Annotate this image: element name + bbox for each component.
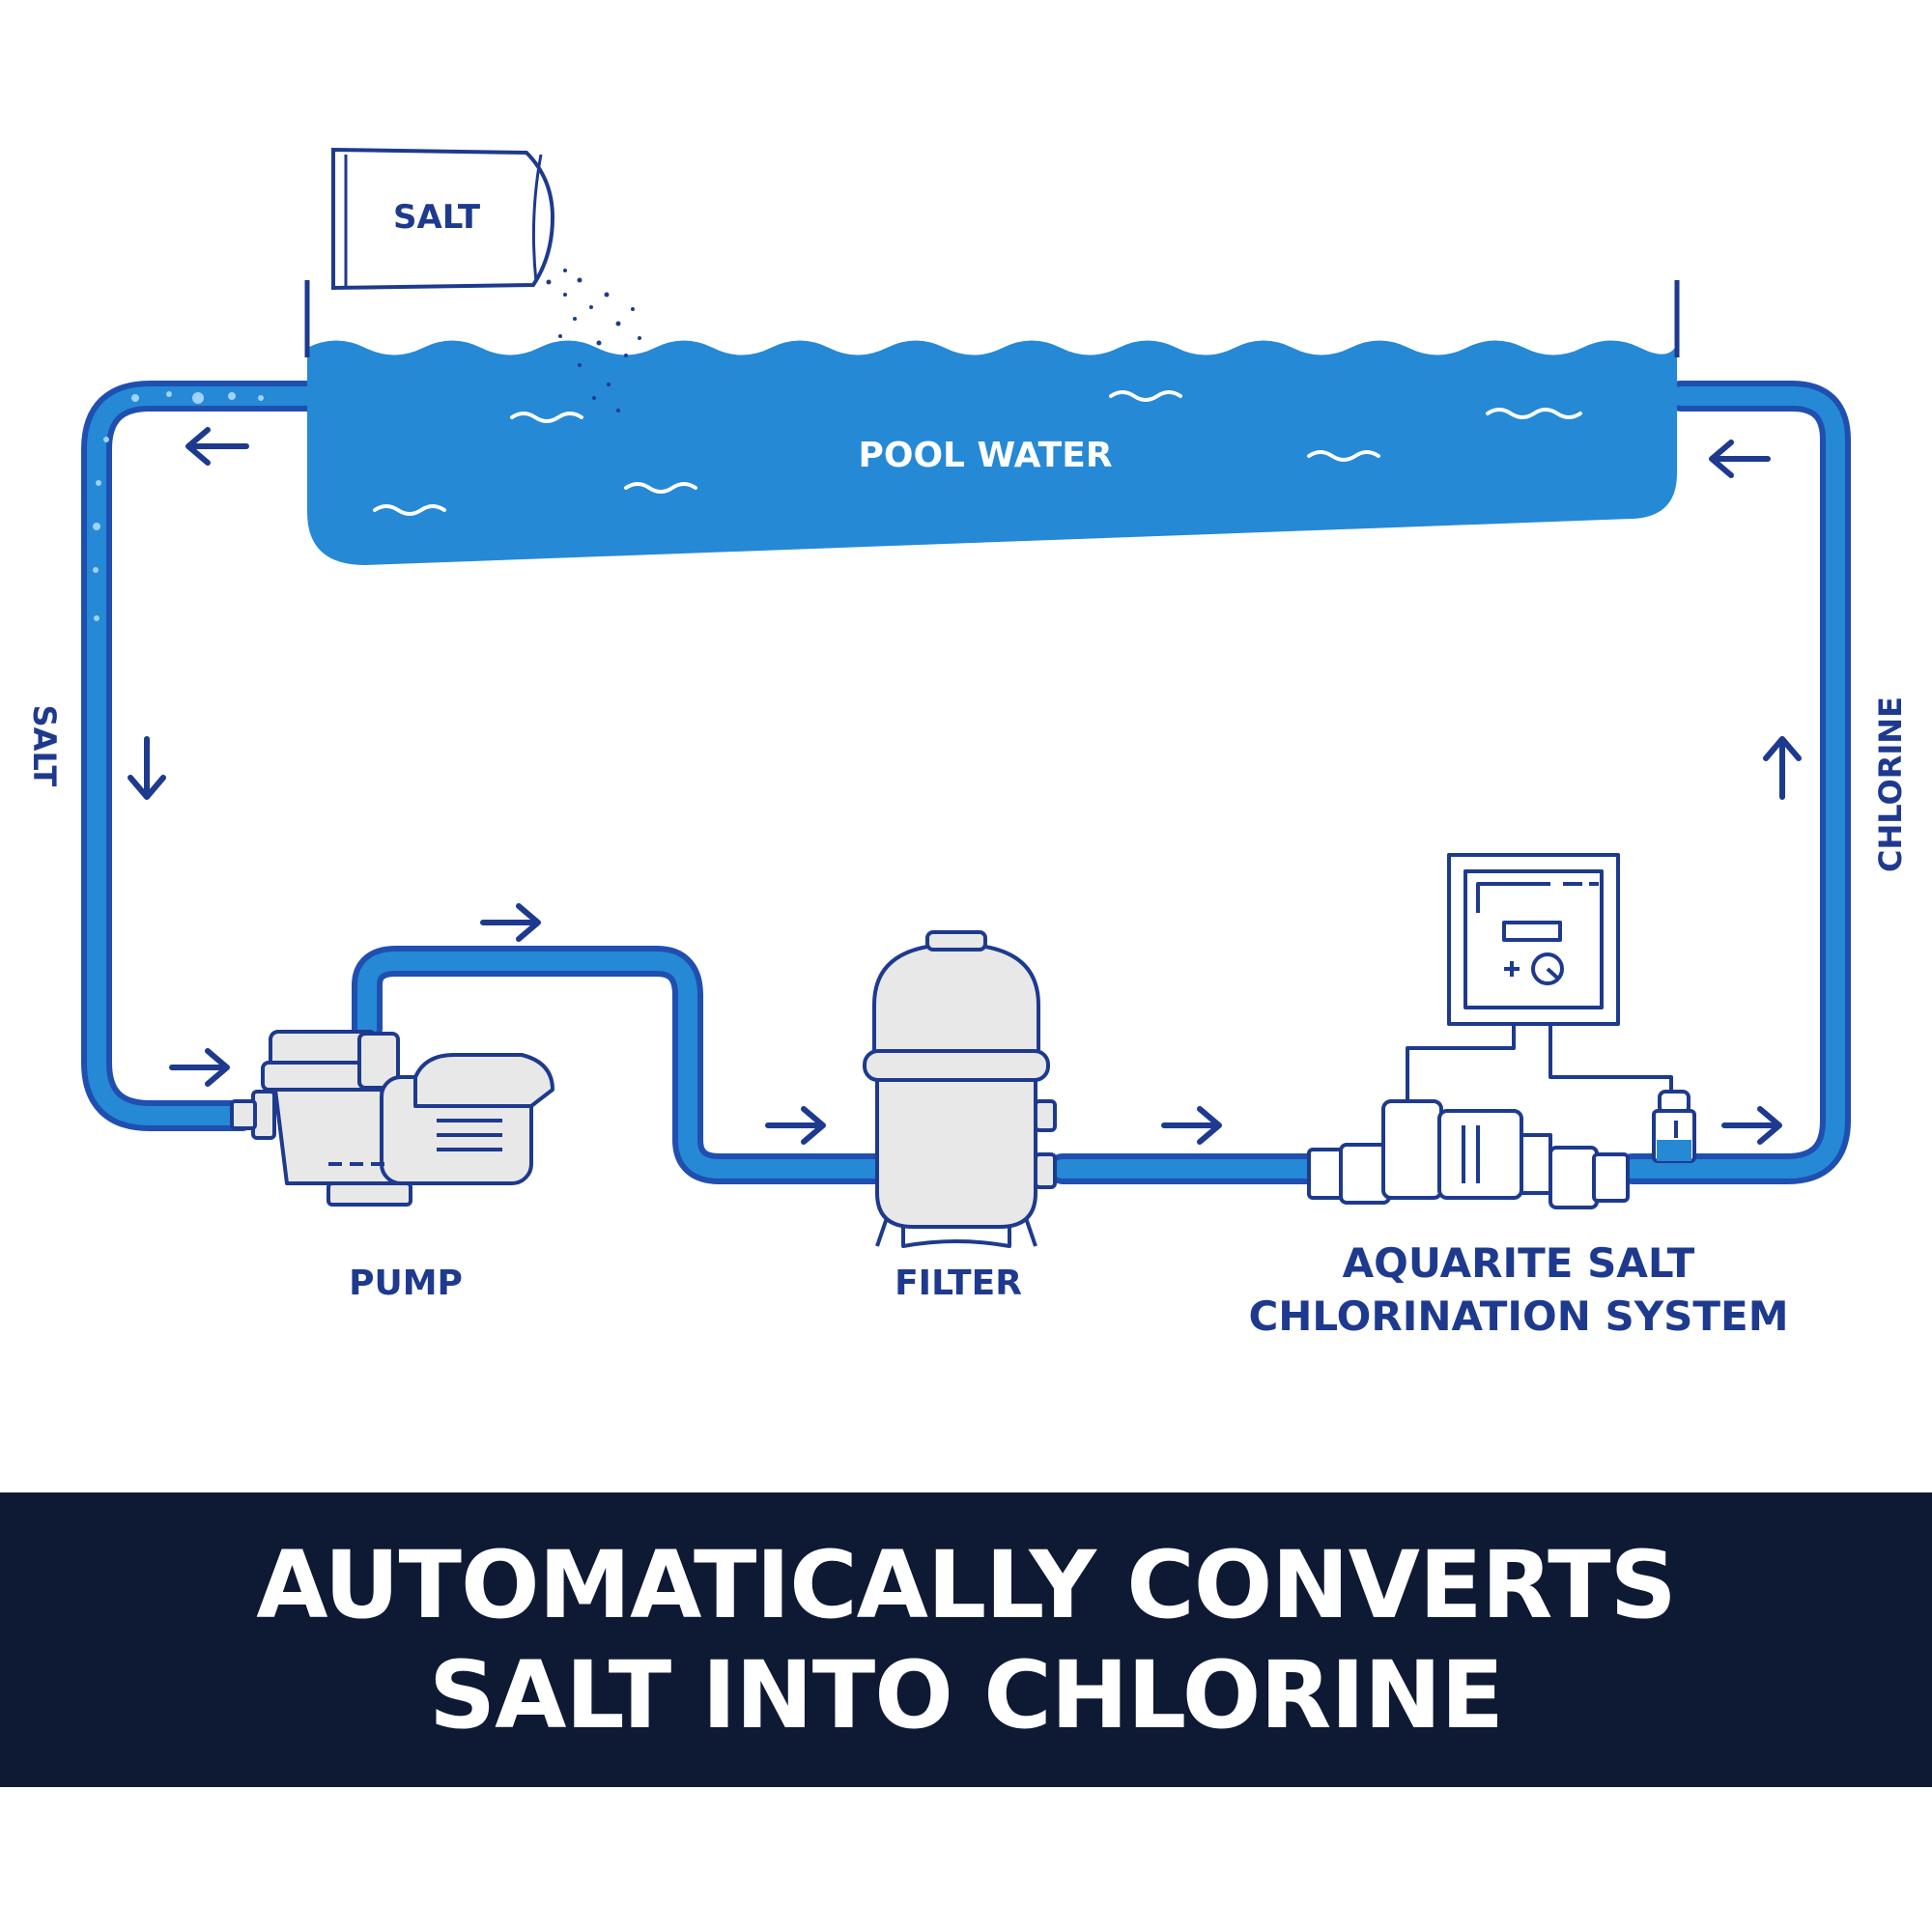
pool-water-label: POOL WATER (858, 436, 1112, 475)
system-label-line2: CHLORINATION SYSTEM (1248, 1293, 1788, 1340)
salt-bag: SALT (331, 147, 555, 291)
control-display (1502, 921, 1562, 942)
headline-banner: AUTOMATICALLY CONVERTS SALT INTO CHLORIN… (0, 1492, 1932, 1787)
pool: POOL WATER (304, 259, 1680, 565)
filter-label: FILTER (895, 1264, 1022, 1303)
pump: PUMP (230, 1030, 554, 1303)
dial-icon (1531, 952, 1564, 985)
left-side-label: SALT (26, 705, 63, 787)
arrow-right-from-system (1721, 1106, 1782, 1145)
headline-line-2: SALT INTO CHLORINE (429, 1640, 1504, 1749)
arrow-right-pump-inlet (169, 1048, 230, 1087)
filter: FILTER (863, 930, 1057, 1303)
circulation-pipe (81, 381, 1851, 1184)
system-label-line1: AQUARITE SALT (1343, 1239, 1695, 1287)
salt-bag-label: SALT (393, 198, 481, 237)
wave-marks (373, 390, 1582, 516)
headline-line-1: AUTOMATICALLY CONVERTS (256, 1530, 1677, 1639)
pool-water (307, 340, 1677, 565)
arrow-left-top (185, 427, 249, 466)
pump-label: PUMP (349, 1264, 463, 1303)
plus-icon (1504, 961, 1520, 977)
arrow-up-right (1763, 736, 1802, 800)
arrow-right-top-pipe (480, 903, 541, 942)
arrow-down-left (128, 736, 166, 800)
right-side-label: CHLORINE (1872, 696, 1909, 872)
flow-arrows (128, 427, 1802, 1145)
arrow-right-to-system (1161, 1106, 1222, 1145)
salt-grains (539, 259, 641, 412)
arrow-right-to-filter (765, 1106, 826, 1145)
chlorination-system: AQUARITE SALT CHLORINATION SYSTEM (1248, 853, 1789, 1340)
arrow-left-right-top (1709, 440, 1771, 478)
salt-particles (93, 391, 264, 621)
